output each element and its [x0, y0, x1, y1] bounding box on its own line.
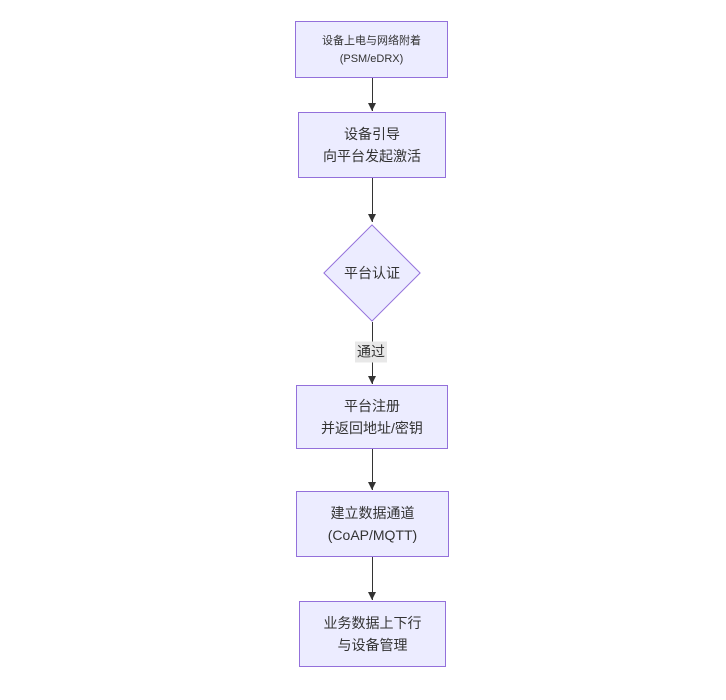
node-label-line: 并返回地址/密钥 [321, 420, 423, 436]
node-label-line: 建立数据通道 [330, 505, 415, 521]
node-label-line: 业务数据上下行 [323, 615, 422, 631]
flow-edge-b-c [372, 178, 373, 222]
node-device-power-network-attach: 设备上电与网络附着 (PSM/eDRX) [295, 21, 448, 78]
node-label-line: 与设备管理 [337, 637, 408, 653]
flow-edge-a-b [372, 78, 373, 111]
edge-label-pass: 通过 [355, 341, 387, 363]
node-label-line: 向平台发起激活 [323, 148, 421, 164]
node-business-data-device-mgmt: 业务数据上下行 与设备管理 [299, 601, 446, 667]
node-label-line: 设备引导 [344, 126, 400, 142]
arrowhead-icon [368, 482, 376, 490]
arrowhead-icon [368, 214, 376, 222]
node-label-line: 平台认证 [344, 265, 400, 281]
arrowhead-icon [368, 592, 376, 600]
node-label-line: 平台注册 [344, 398, 400, 414]
node-label-line: 设备上电与网络附着 [322, 34, 421, 47]
arrowhead-icon [368, 376, 376, 384]
node-device-bootstrap-activate: 设备引导 向平台发起激活 [298, 112, 446, 178]
node-label-line: (CoAP/MQTT) [327, 527, 418, 543]
arrowhead-icon [368, 103, 376, 111]
flow-edge-d-e [372, 449, 373, 490]
decision-platform-auth: 平台认证 [322, 223, 422, 323]
node-label-line: (PSM/eDRX) [339, 52, 404, 65]
node-data-channel: 建立数据通道 (CoAP/MQTT) [296, 491, 449, 557]
flow-edge-e-f [372, 557, 373, 600]
node-platform-register: 平台注册 并返回地址/密钥 [296, 385, 448, 449]
